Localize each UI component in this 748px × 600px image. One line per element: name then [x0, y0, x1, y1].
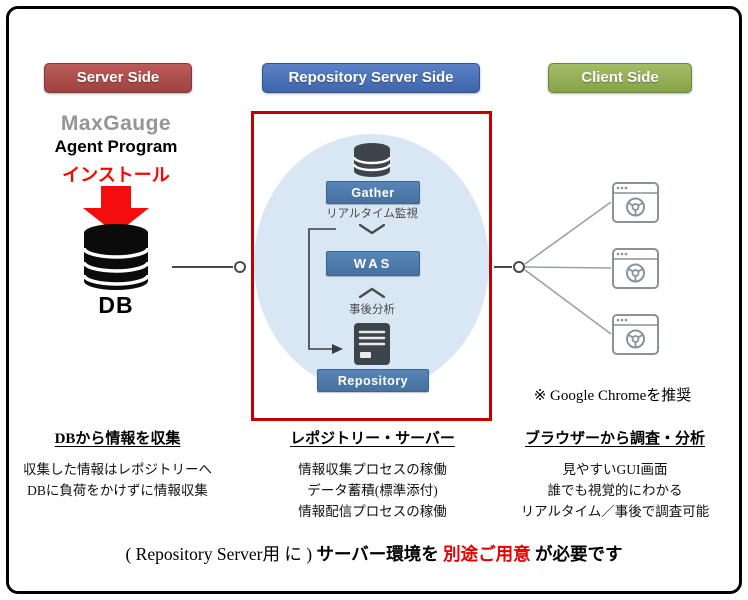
gather-database-icon — [352, 143, 392, 177]
footer-part1: ( Repository Server用 に ) — [125, 544, 317, 564]
gather-step: Gather — [326, 181, 420, 204]
database-icon — [82, 224, 150, 290]
client-side-badge: Client Side — [548, 63, 692, 93]
footer-part3: が必要です — [530, 544, 623, 564]
install-label: インストール — [62, 165, 170, 185]
detail-line: DBに負荷をかけずに情報収集 — [27, 483, 208, 498]
footer-note: ( Repository Server用 に ) サーバー環境を 別途ご用意 が… — [0, 541, 748, 566]
server-column-details: 収集した情報はレポジトリーへ DBに負荷をかけずに情報収集 — [10, 459, 225, 501]
footer-highlight: 別途ご用意 — [443, 544, 531, 564]
server-side-badge: Server Side — [44, 63, 192, 93]
install-down-arrow-icon — [83, 186, 149, 234]
detail-line: 情報配信プロセスの稼働 — [298, 504, 447, 519]
detail-line: 情報収集プロセスの稼働 — [298, 462, 447, 477]
detail-line: 誰でも視覚的にわかる — [547, 483, 683, 498]
detail-line: 見やすいGUI画面 — [562, 462, 668, 477]
maxgauge-logo: MaxGauge — [60, 112, 172, 135]
client-column-heading: ブラウザーから調査・分析 — [524, 431, 705, 447]
chevron-down-icon — [359, 224, 385, 235]
repository-highlight-box — [251, 111, 492, 421]
detail-line: リアルタイム／事後で調査可能 — [520, 504, 710, 519]
chrome-browser-icon — [612, 248, 659, 289]
repository-column-heading: レポジトリー・サーバー — [290, 431, 455, 447]
repository-column-details: 情報収集プロセスの稼働 データ蓄積(標準添付) 情報配信プロセスの稼働 — [270, 459, 475, 522]
detail-line: 収集した情報はレポジトリーへ — [23, 462, 212, 477]
server-column-heading: DBから情報を収集 — [54, 431, 181, 447]
agent-program-title: Agent Program — [54, 137, 178, 156]
chrome-recommendation-note: ※ Google Chromeを推奨 — [533, 388, 692, 404]
was-step: WAS — [326, 251, 420, 276]
chevron-up-icon — [359, 287, 385, 298]
repository-server-icon — [354, 323, 390, 365]
post-analysis-label: 事後分析 — [349, 304, 395, 316]
chrome-browser-icon — [612, 314, 659, 355]
repository-server-side-badge: Repository Server Side — [262, 63, 480, 93]
realtime-monitor-label: リアルタイム監視 — [326, 208, 418, 220]
client-column-details: 見やすいGUI画面 誰でも視覚的にわかる リアルタイム／事後で調査可能 — [500, 459, 730, 522]
detail-line: データ蓄積(標準添付) — [307, 483, 438, 498]
footer-part2: サーバー環境を — [316, 544, 444, 564]
repository-step: Repository — [317, 369, 429, 392]
chrome-browser-icon — [612, 182, 659, 223]
db-label: DB — [98, 292, 134, 318]
